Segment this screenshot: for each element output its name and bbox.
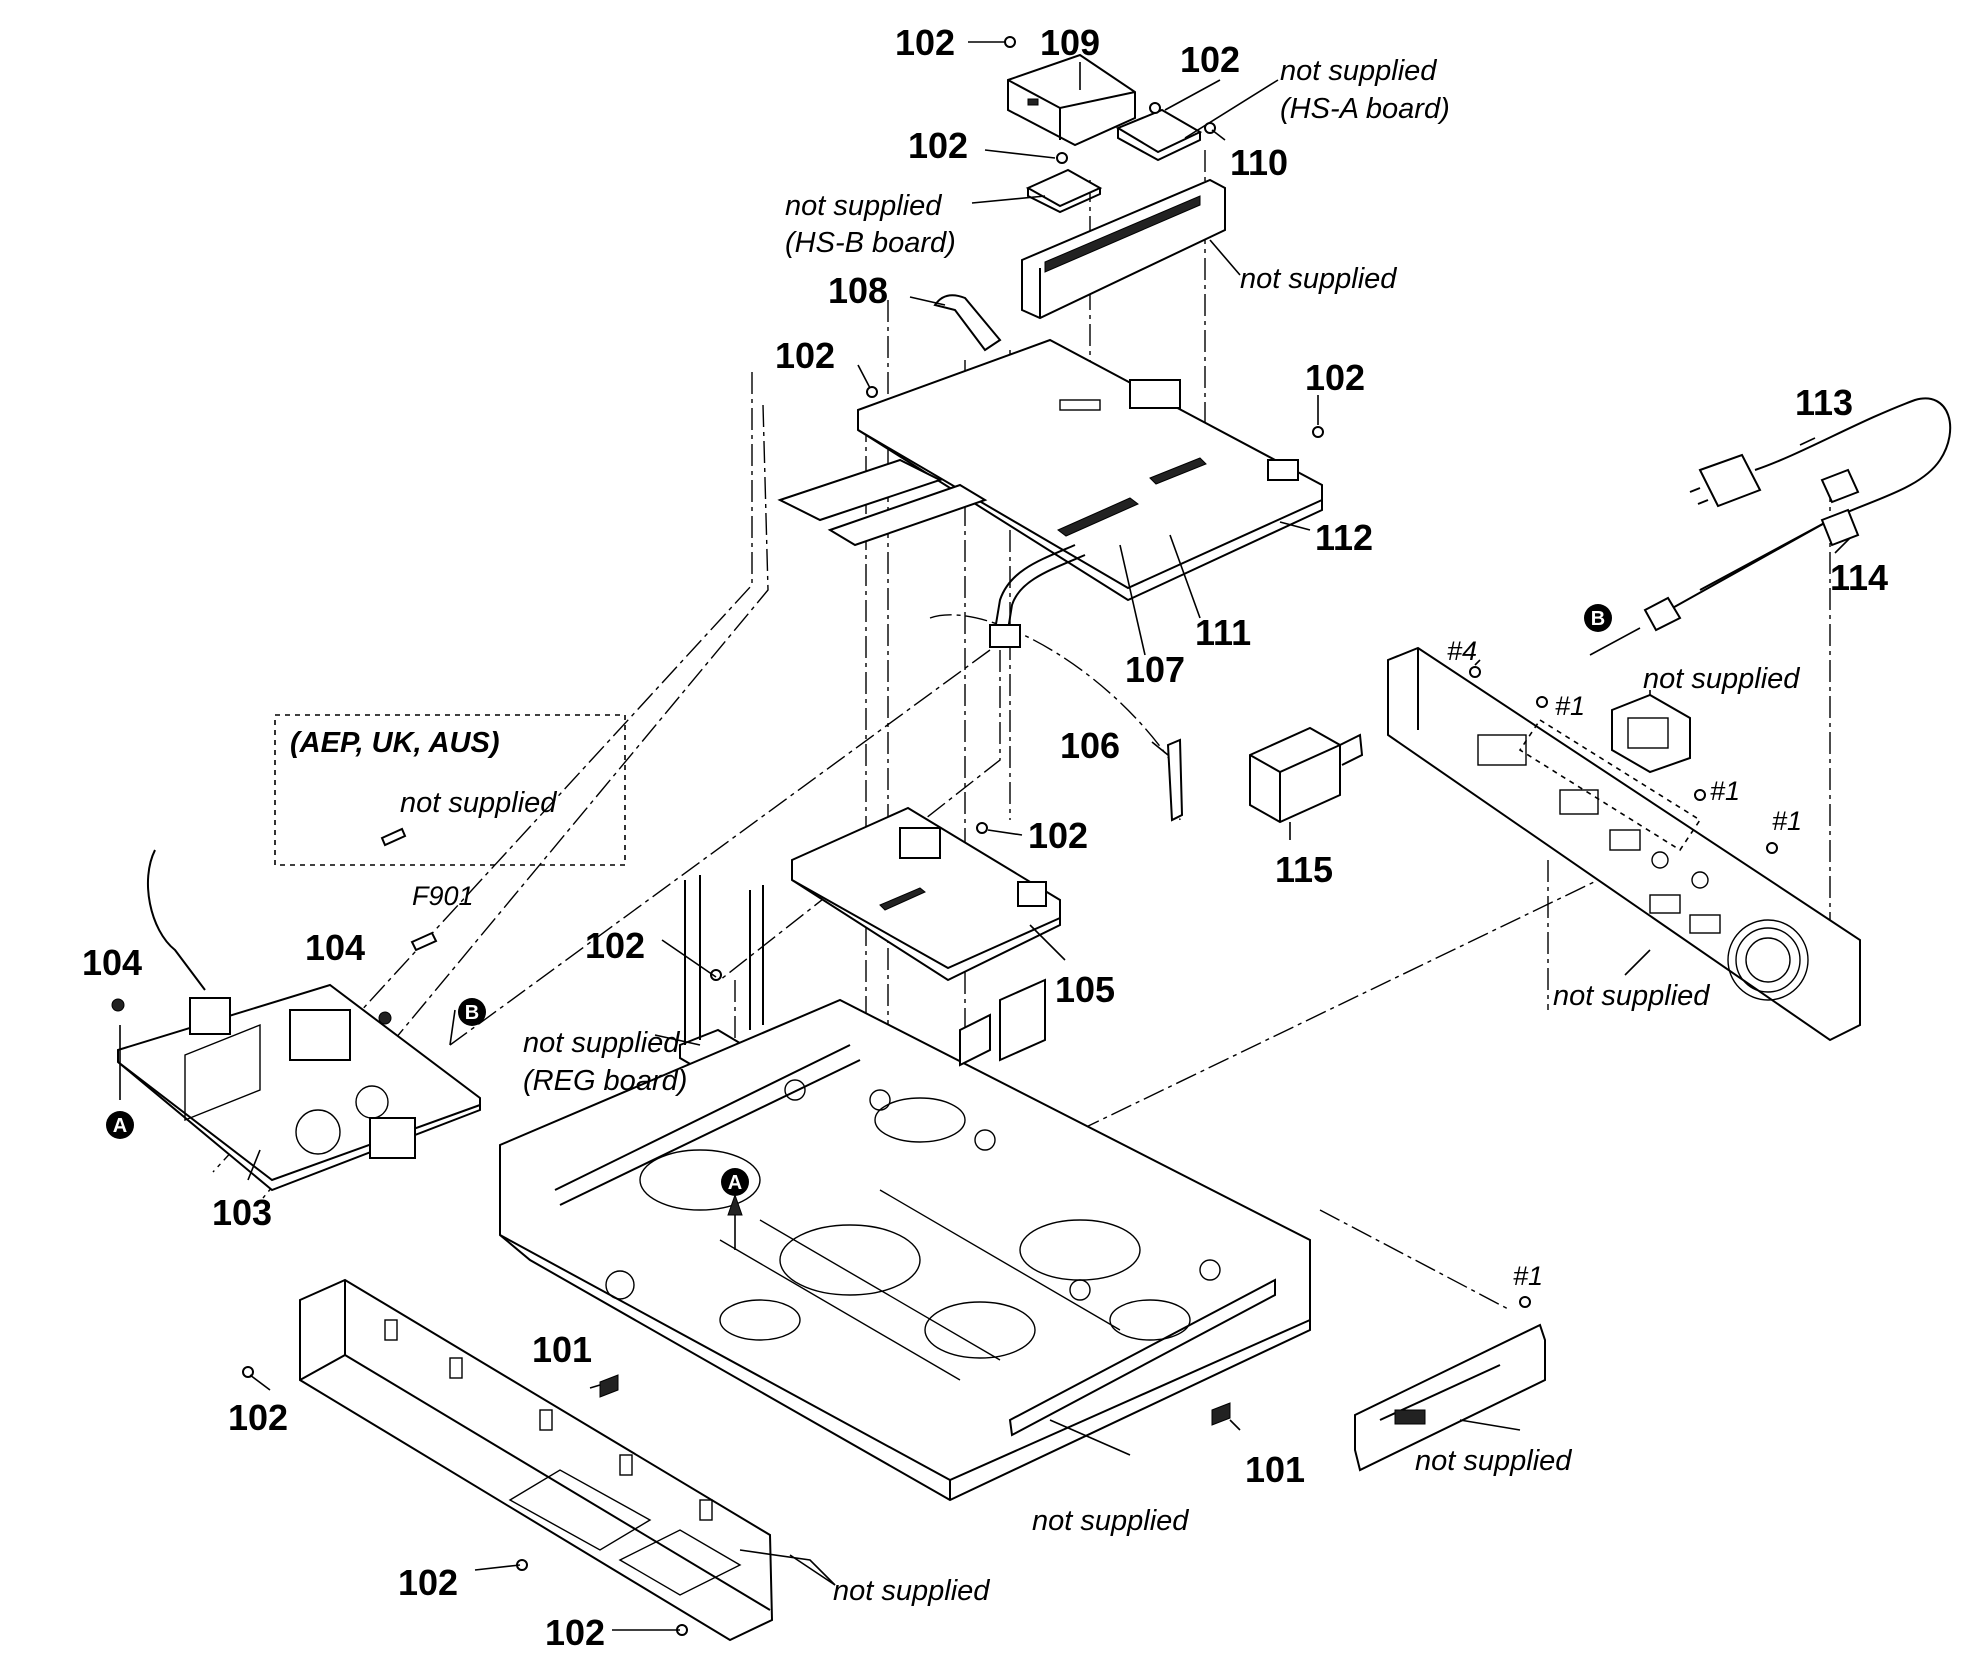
clamp-114 bbox=[1820, 468, 1860, 547]
label-115: 115 bbox=[1275, 849, 1333, 890]
power-cord-113 bbox=[1643, 397, 1952, 632]
fuse-not-supplied bbox=[380, 827, 407, 847]
label-f901: F901 bbox=[412, 881, 474, 911]
region-label: (AEP, UK, AUS) bbox=[290, 727, 499, 759]
harness-107 bbox=[989, 544, 1086, 648]
bar-not-supplied bbox=[1354, 1323, 1546, 1472]
label-107: 107 bbox=[1125, 649, 1185, 690]
label-103: 103 bbox=[212, 1192, 272, 1233]
label-102: 102 bbox=[585, 925, 645, 966]
foot-101-a bbox=[599, 1374, 619, 1398]
main-board-112 bbox=[777, 338, 1323, 602]
marker-a-1: A bbox=[106, 1025, 134, 1139]
label-111: 111 bbox=[1195, 612, 1251, 653]
note-not-supplied: not supplied bbox=[523, 1027, 680, 1059]
label-hash1: #1 bbox=[1772, 806, 1802, 836]
labels: 102 109 102 not supplied (HS-A board) 11… bbox=[82, 22, 1888, 1653]
rear-panel-not-supplied bbox=[1387, 646, 1861, 1042]
label-102: 102 bbox=[1305, 357, 1365, 398]
label-102: 102 bbox=[398, 1562, 458, 1603]
label-109: 109 bbox=[1040, 22, 1100, 63]
label-hash1: #1 bbox=[1710, 776, 1740, 806]
label-hash1: #1 bbox=[1513, 1261, 1543, 1291]
marker-a-2: A bbox=[721, 1168, 749, 1250]
svg-text:B: B bbox=[465, 1002, 479, 1024]
svg-text:A: A bbox=[728, 1172, 742, 1194]
switch-115 bbox=[1249, 726, 1364, 824]
leader-lines bbox=[247, 41, 1851, 1631]
note-not-supplied: not supplied bbox=[1240, 263, 1397, 295]
chassis-not-supplied bbox=[499, 978, 1311, 1502]
note-not-supplied: not supplied bbox=[785, 190, 942, 222]
label-102: 102 bbox=[895, 22, 955, 63]
label-108: 108 bbox=[828, 270, 888, 311]
note-not-supplied: not supplied bbox=[1280, 55, 1437, 87]
marker-b-1: B bbox=[449, 998, 486, 1046]
flat-cable-108 bbox=[933, 294, 1002, 352]
label-110: 110 bbox=[1230, 142, 1288, 183]
label-113: 113 bbox=[1795, 382, 1853, 423]
label-101: 101 bbox=[532, 1329, 592, 1370]
front-panel-not-supplied bbox=[299, 1278, 774, 1642]
label-104: 104 bbox=[82, 942, 142, 983]
note-hsa-board: (HS-A board) bbox=[1280, 93, 1450, 125]
label-114: 114 bbox=[1830, 557, 1888, 598]
board-105 bbox=[791, 806, 1061, 982]
note-not-supplied: not supplied bbox=[1553, 980, 1710, 1012]
label-101: 101 bbox=[1245, 1449, 1305, 1490]
label-hash1: #1 bbox=[1555, 691, 1585, 721]
heat-sink-hsb bbox=[1025, 168, 1103, 214]
heat-sink-hsa bbox=[1115, 108, 1203, 162]
svg-text:A: A bbox=[113, 1115, 127, 1137]
label-112: 112 bbox=[1315, 517, 1373, 558]
note-hsb-board: (HS-B board) bbox=[785, 227, 956, 259]
region-box bbox=[274, 714, 626, 866]
bracket-106 bbox=[1166, 738, 1184, 822]
note-not-supplied: not supplied bbox=[1643, 663, 1800, 695]
note-not-supplied: not supplied bbox=[1415, 1445, 1572, 1477]
power-board-103 bbox=[117, 849, 481, 1192]
ac-socket-not-supplied bbox=[1611, 693, 1691, 774]
label-105: 105 bbox=[1055, 969, 1115, 1010]
label-102: 102 bbox=[1180, 39, 1240, 80]
label-102: 102 bbox=[775, 335, 835, 376]
note-not-supplied: not supplied bbox=[1032, 1505, 1189, 1537]
screws bbox=[111, 36, 1778, 1636]
note-not-supplied: not supplied bbox=[833, 1575, 990, 1607]
label-102: 102 bbox=[908, 125, 968, 166]
heat-sink-109 bbox=[1007, 53, 1136, 147]
label-102: 102 bbox=[228, 1397, 288, 1438]
marker-b-2: B bbox=[1584, 604, 1641, 656]
note-not-supplied: not supplied bbox=[400, 787, 557, 819]
label-102: 102 bbox=[545, 1612, 605, 1653]
label-106: 106 bbox=[1060, 725, 1120, 766]
label-hash4: #4 bbox=[1447, 636, 1477, 666]
svg-text:B: B bbox=[1591, 608, 1605, 630]
label-104: 104 bbox=[305, 927, 365, 968]
note-reg-board: (REG board) bbox=[523, 1065, 687, 1097]
fuse-f901 bbox=[410, 931, 438, 952]
foot-101-b bbox=[1211, 1402, 1231, 1426]
bracket-not-supplied bbox=[1021, 178, 1226, 320]
label-102: 102 bbox=[1028, 815, 1088, 856]
